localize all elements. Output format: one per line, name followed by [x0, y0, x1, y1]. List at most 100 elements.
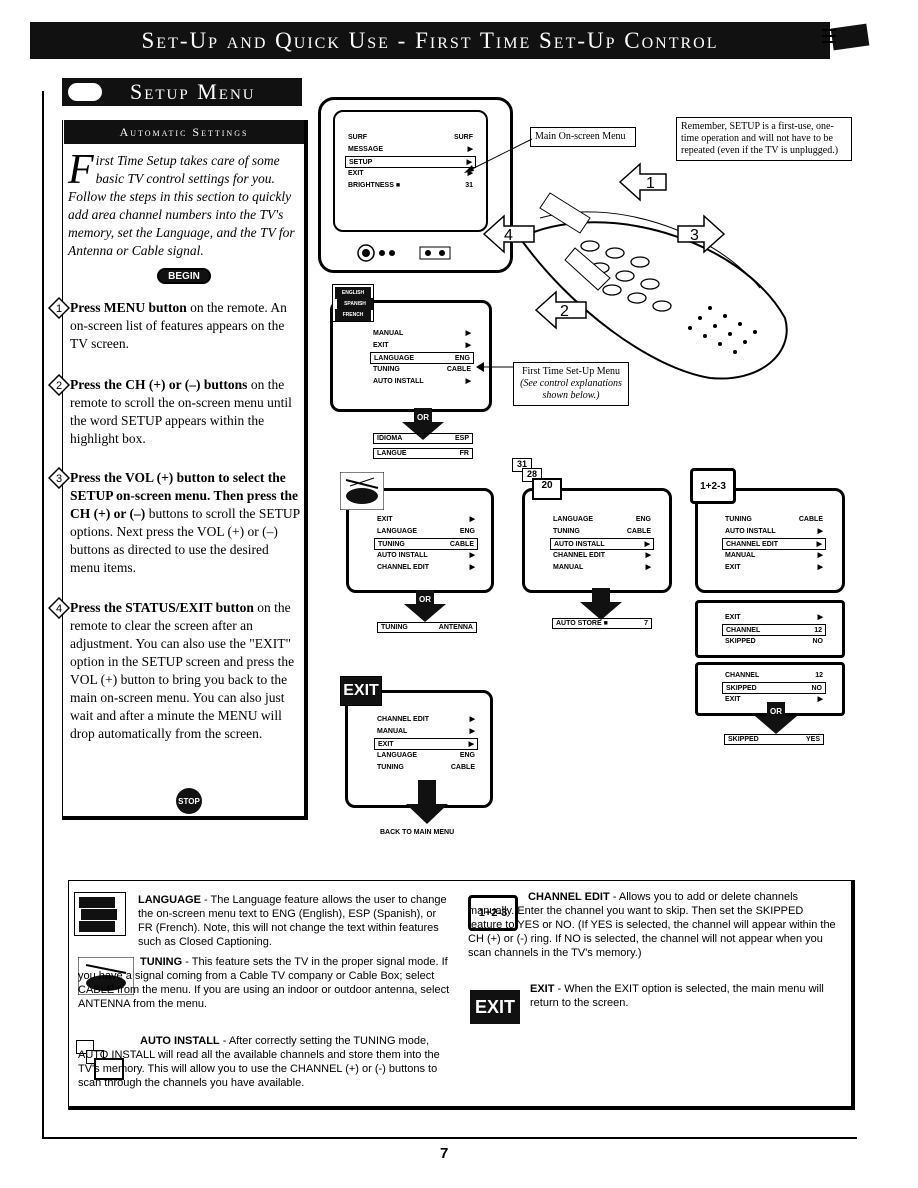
- step-number-icon: 4: [48, 597, 70, 619]
- step-3-bold: Press the VOL (+) button to select the S…: [70, 470, 299, 521]
- channel-edit-icon: 1+2-3: [690, 468, 736, 504]
- svg-text:OR: OR: [419, 595, 431, 604]
- menu-row: MANUAL▶: [373, 330, 471, 337]
- svg-text:4: 4: [56, 603, 62, 615]
- menu-row: EXIT▶: [373, 342, 471, 349]
- glossary-channel-edit: CHANNEL EDIT - Allows you to add or dele…: [468, 890, 840, 960]
- svg-text:OR: OR: [770, 707, 782, 716]
- glossary-term: AUTO INSTALL: [140, 1035, 220, 1047]
- down-arrow-icon: OR: [755, 702, 797, 734]
- step-2-bold: Press the CH (+) or (–) buttons: [70, 377, 248, 392]
- glossary-auto-install: AUTO INSTALL - After correctly setting t…: [78, 1034, 450, 1090]
- svg-text:3: 3: [690, 227, 699, 244]
- page-number: 7: [440, 1145, 449, 1162]
- down-arrow-icon: [406, 780, 448, 824]
- channel-edit-screen: [695, 488, 845, 593]
- pointer-arrow-icon: [464, 138, 533, 173]
- exit-icon: EXIT: [470, 990, 520, 1024]
- glossary-term: LANGUAGE: [138, 894, 201, 906]
- step-number-icon: 3: [48, 467, 70, 489]
- tv-illustration: [318, 97, 513, 273]
- svg-text:2: 2: [560, 303, 569, 320]
- step-1-bold: Press MENU button: [70, 300, 187, 315]
- menu-row: AUTO INSTALL▶: [373, 378, 471, 385]
- callout-subtitle: (See control explanations shown below.): [520, 378, 622, 401]
- callout-title: First Time Set-Up Menu: [521, 366, 621, 377]
- first-time-callout: First Time Set-Up Menu (See control expl…: [513, 362, 629, 406]
- step-number-icon: 1: [48, 297, 70, 319]
- language-icon: ENGLISH SPANISH FRENCH: [332, 284, 374, 322]
- menu-row-highlight: EXIT▶: [374, 738, 478, 750]
- stop-icon: STOP: [176, 788, 202, 814]
- remote-icon: [822, 23, 870, 51]
- glossary-exit: EXIT - When the EXIT option is selected,…: [530, 982, 840, 1010]
- main-menu-callout: Main On-screen Menu: [530, 127, 636, 147]
- menu-row: CHANNEL EDIT▶: [377, 564, 475, 571]
- glossary-language: LANGUAGE - The Language feature allows t…: [138, 893, 448, 949]
- menu-row-highlight: CHANNEL EDIT▶: [722, 538, 826, 550]
- glossary-text: - Allows you to add or delete channels m…: [468, 891, 836, 959]
- menu-row: EXIT▶: [725, 564, 823, 571]
- menu-row: MANUAL▶: [377, 728, 475, 735]
- menu-row: EXIT▶: [725, 614, 823, 621]
- setup-menu-screen: [330, 300, 492, 412]
- step-4-bold: Press the STATUS/EXIT button: [70, 600, 254, 615]
- menu-row: MANUAL▶: [725, 552, 823, 559]
- svg-text:3: 3: [56, 473, 62, 485]
- step-3-text: buttons to scroll the SETUP options. Nex…: [70, 506, 300, 575]
- down-arrow-icon: [580, 588, 622, 620]
- menu-row: BRIGHTNESS ■31: [348, 182, 473, 189]
- auto-store-result: AUTO STORE ■7: [552, 618, 652, 629]
- tv-controls-icon: [357, 244, 451, 262]
- glossary-term: TUNING: [140, 956, 183, 968]
- tab-marker: [68, 83, 102, 101]
- language-icon: [74, 892, 126, 936]
- menu-row: MESSAGE▶: [348, 146, 473, 153]
- remote-control-illustration: [518, 192, 788, 380]
- section-title: Setup Menu: [62, 78, 302, 106]
- menu-row: EXIT▶: [725, 696, 823, 703]
- lang-icon-label: SPANISH: [337, 298, 373, 310]
- menu-row: AUTO INSTALL▶: [725, 528, 823, 535]
- down-arrow-icon: OR: [402, 408, 444, 440]
- auto-icon-c: 20: [532, 478, 562, 500]
- back-to-main-label: BACK TO MAIN MENU: [380, 829, 455, 836]
- begin-badge: BEGIN: [157, 268, 211, 284]
- remember-callout: Remember, SETUP is a first-use, one-time…: [676, 117, 852, 161]
- menu-row: AUTO INSTALL▶: [377, 552, 475, 559]
- auto-install-icon: [76, 1040, 132, 1086]
- step-number-icon: 2: [48, 374, 70, 396]
- instructions-panel: [62, 120, 308, 820]
- subheader: Automatic Settings: [64, 120, 304, 144]
- arrow-4-icon: 4: [482, 214, 535, 254]
- arrow-2-icon: 2: [534, 290, 587, 330]
- step-1-text: on the remote. An on-screen list of feat…: [70, 300, 287, 351]
- auto-install-icon: 31 28 20: [512, 458, 568, 504]
- drop-cap: F: [68, 147, 94, 193]
- page-header: Set-Up and Quick Use - First Time Set-Up…: [30, 22, 830, 59]
- glossary-text: - When the EXIT option is selected, the …: [530, 983, 824, 1009]
- menu-row: MANUAL▶: [553, 564, 651, 571]
- intro-body: irst Time Setup takes care of some basic…: [68, 153, 295, 258]
- glossary-box: [68, 880, 855, 1110]
- channel-edit-icon: 1+2-3: [468, 895, 518, 931]
- svg-text:1: 1: [646, 175, 655, 192]
- glossary-term: EXIT: [530, 983, 555, 995]
